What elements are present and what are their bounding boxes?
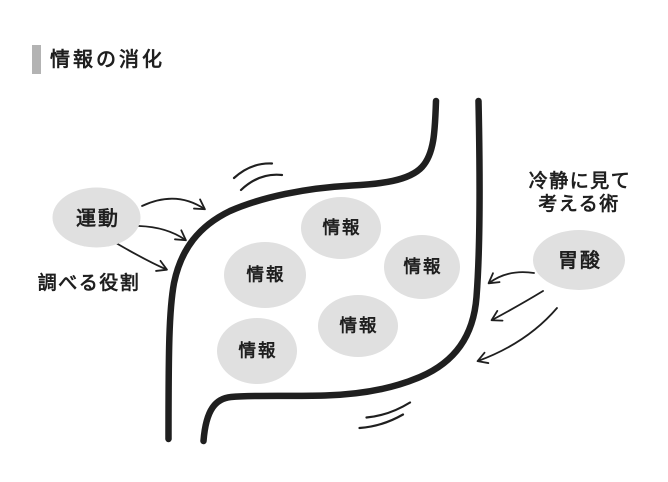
info-label: 情報	[239, 341, 278, 362]
stomach-wall-left-path	[165, 97, 440, 443]
info-oval	[301, 197, 381, 259]
arrow-exercise-2	[138, 225, 187, 242]
acid-arrows	[476, 271, 558, 364]
motion-lines-top-left	[232, 162, 284, 192]
acid-oval	[533, 230, 625, 290]
motion-line	[358, 413, 405, 430]
info-oval	[224, 242, 306, 308]
info-label: 情報	[340, 316, 379, 337]
info-oval	[318, 295, 398, 357]
exercise-arrows	[115, 197, 206, 272]
info-label: 情報	[247, 265, 286, 286]
info-ovals: 情報 情報 情報 情報 情報	[217, 197, 460, 384]
title-accent-bar	[32, 45, 41, 74]
motion-line	[239, 173, 284, 192]
motion-line	[232, 162, 274, 180]
motion-lines-bottom-right	[358, 401, 412, 430]
info-oval	[384, 235, 460, 299]
exercise-oval	[52, 187, 141, 248]
info-label: 情報	[404, 257, 443, 278]
arrow-exercise-1	[141, 197, 206, 211]
caption-calm-thinking-line1: 冷静に見て	[529, 169, 632, 192]
arrow-acid-2	[490, 290, 544, 322]
stomach-wall-right-path	[200, 97, 483, 445]
exercise-label: 運動	[76, 206, 120, 230]
arrow-acid-3	[476, 307, 558, 364]
info-label: 情報	[323, 218, 362, 239]
caption-calm-thinking-line2: 考える術	[538, 192, 619, 215]
arrow-exercise-3	[115, 242, 168, 272]
page-title: 情報の消化	[50, 47, 165, 71]
arrow-acid-1	[487, 271, 535, 285]
page-header: 情報の消化	[32, 45, 165, 74]
caption-research-role: 調べる役割	[38, 271, 141, 294]
info-oval	[217, 318, 297, 384]
motion-line	[365, 401, 412, 419]
acid-label: 胃酸	[558, 248, 602, 272]
